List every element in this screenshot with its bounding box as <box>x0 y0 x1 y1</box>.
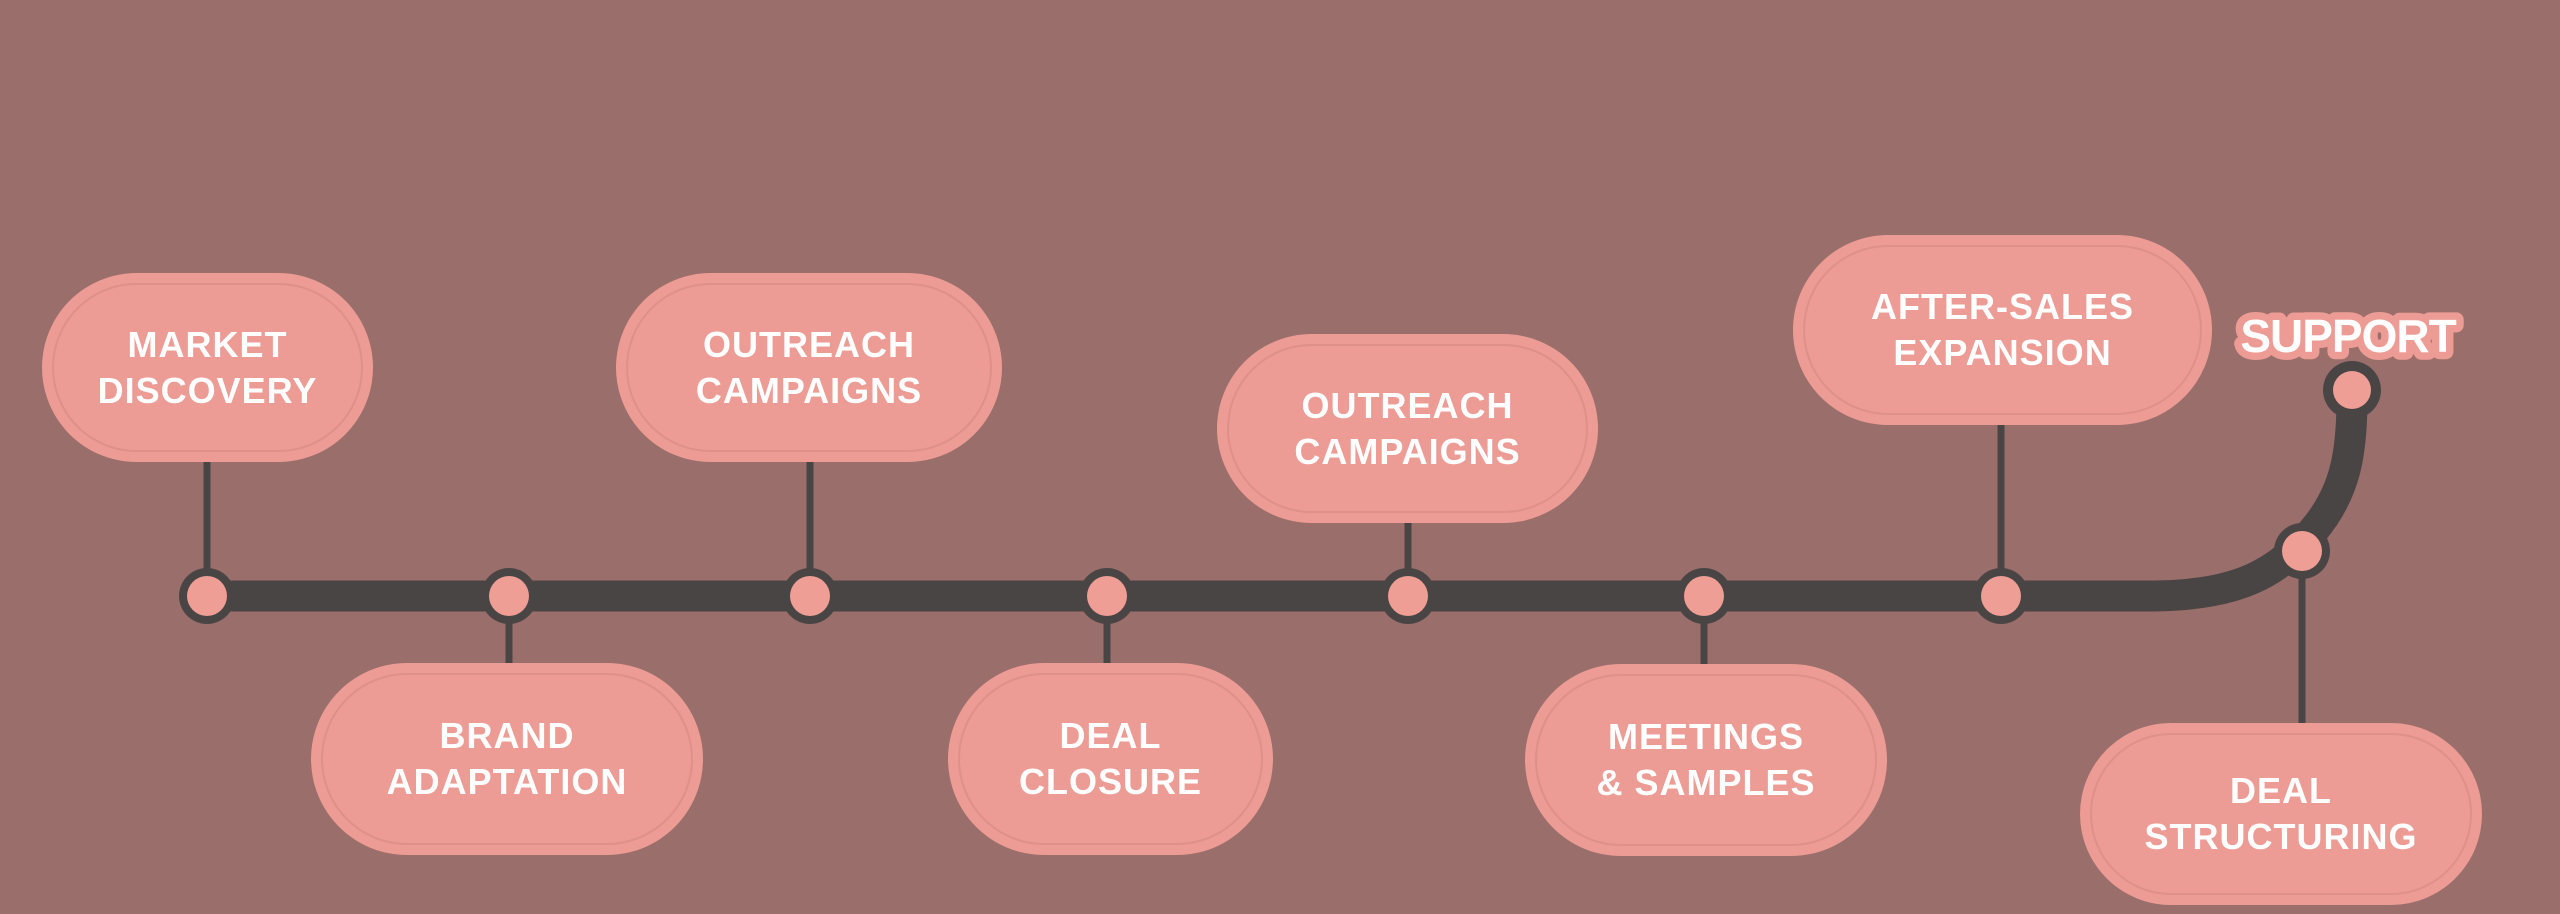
stage-pill-brand-adaptation: BRAND ADAPTATION <box>311 663 703 855</box>
timeline-node-3 <box>782 568 838 624</box>
stage-label-line: CAMPAIGNS <box>1294 430 1521 472</box>
stage-label-line: MARKET <box>127 323 288 365</box>
timeline-node-4 <box>1079 568 1135 624</box>
node-fill <box>1388 576 1428 616</box>
stage-label: OUTREACH CAMPAIGNS <box>1294 383 1520 475</box>
stage-label: DEAL CLOSURE <box>1019 713 1202 805</box>
node-fill <box>2282 531 2322 571</box>
node-fill <box>2333 371 2371 409</box>
stage-label: MARKET DISCOVERY <box>98 322 318 414</box>
support-label-text: SUPPORT <box>2240 310 2456 362</box>
stage-label-line: MEETINGS <box>1607 716 1804 757</box>
stage-pill-outreach-campaigns-1: OUTREACH CAMPAIGNS <box>616 273 1002 462</box>
stage-label-line: CAMPAIGNS <box>695 369 923 411</box>
stage-label-line: AFTER-SALES <box>1871 286 2134 327</box>
stage-label-line: DISCOVERY <box>97 369 318 411</box>
timeline-node-2 <box>481 568 537 624</box>
timeline-node-6 <box>1676 568 1732 624</box>
node-fill <box>790 576 830 616</box>
stage-label: DEAL STRUCTURING <box>2145 768 2418 860</box>
node-fill <box>1087 576 1127 616</box>
node-fill <box>187 576 227 616</box>
stage-pill-after-sales-expansion: AFTER-SALES EXPANSION <box>1793 235 2212 425</box>
stage-label-line: OUTREACH <box>703 323 915 365</box>
stage-label: OUTREACH CAMPAIGNS <box>696 322 922 414</box>
node-fill <box>1684 576 1724 616</box>
support-label: SUPPORT <box>2233 303 2465 370</box>
stage-pill-deal-closure: DEAL CLOSURE <box>948 663 1273 855</box>
stage-label-line: EXPANSION <box>1893 332 2112 373</box>
stage-pill-deal-structuring: DEAL STRUCTURING <box>2080 723 2482 905</box>
stage-pill-market-discovery: MARKET DISCOVERY <box>42 273 373 462</box>
stage-label-line: DEAL <box>2229 770 2332 811</box>
stage-label: BRAND ADAPTATION <box>387 713 628 805</box>
stage-pill-outreach-campaigns-2: OUTREACH CAMPAIGNS <box>1217 334 1598 523</box>
stage-label-line: & SAMPLES <box>1596 762 1816 803</box>
timeline-node-1 <box>179 568 235 624</box>
stage-label: MEETINGS & SAMPLES <box>1596 714 1815 806</box>
node-fill <box>1981 576 2021 616</box>
stage-pill-meetings-samples: MEETINGS & SAMPLES <box>1525 664 1887 856</box>
timeline-node-end <box>2323 361 2381 419</box>
stage-label-line: OUTREACH <box>1301 384 1514 426</box>
stage-label-line: STRUCTURING <box>2144 816 2418 857</box>
stage-label-line: DEAL <box>1059 715 1162 756</box>
timeline-node-5 <box>1380 568 1436 624</box>
timeline-node-bend <box>2274 523 2330 579</box>
stage-label-line: ADAPTATION <box>386 761 628 802</box>
stage-label-line: CLOSURE <box>1018 761 1202 802</box>
timeline-node-7 <box>1973 568 2029 624</box>
stage-label: AFTER-SALES EXPANSION <box>1871 284 2134 376</box>
stage-label-line: BRAND <box>439 715 575 756</box>
node-fill <box>489 576 529 616</box>
